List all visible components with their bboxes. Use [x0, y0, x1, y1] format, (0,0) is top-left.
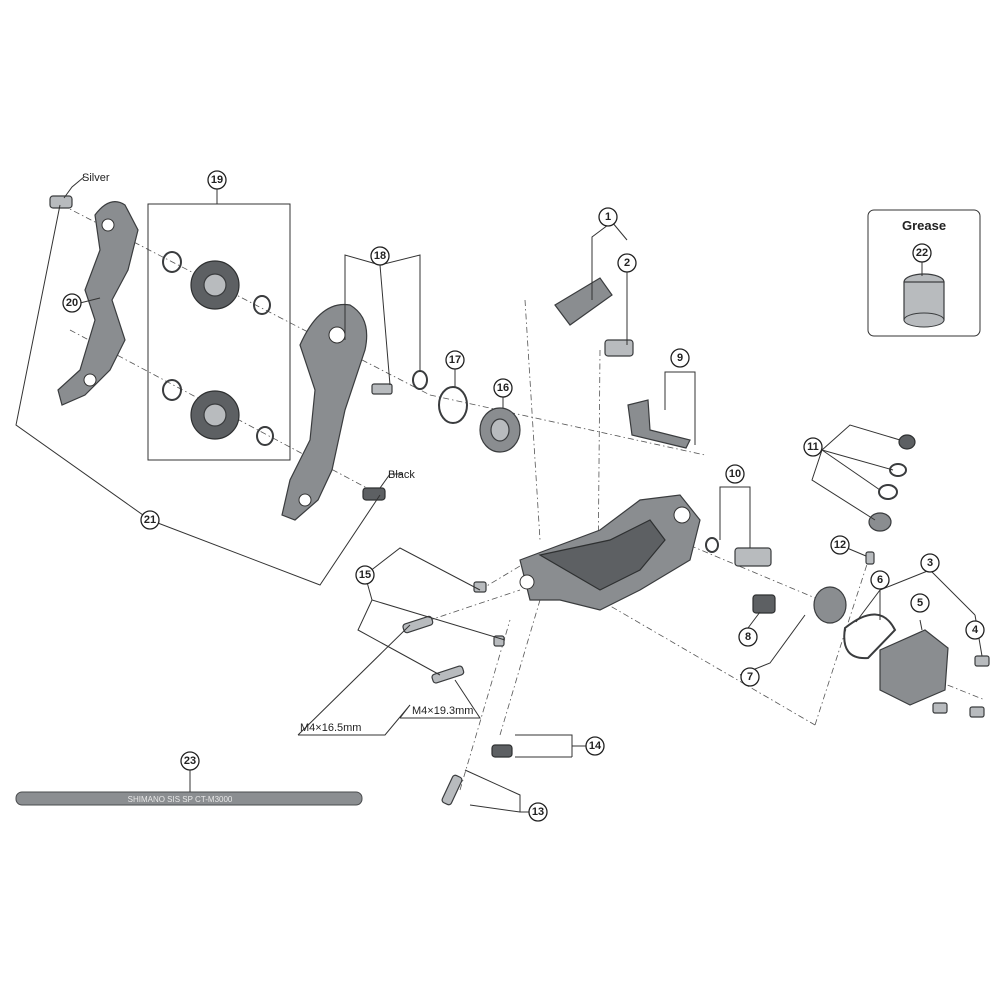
derailleur-main-body: [519, 494, 701, 611]
svg-text:7: 7: [747, 671, 753, 683]
callout-10: 10: [725, 464, 745, 484]
callout-20: 20: [62, 293, 82, 313]
callout-12: 12: [830, 535, 850, 555]
svg-text:11: 11: [807, 441, 819, 453]
bolt-size-label-b: M4×19.3mm: [412, 705, 473, 717]
callout-2: 2: [617, 253, 637, 273]
callout-1: 1: [598, 207, 618, 227]
callout-22: 22: [912, 243, 932, 263]
silver-label: Silver: [82, 172, 110, 184]
grease-tub: [903, 273, 945, 328]
lower-pulley: [162, 379, 274, 446]
svg-text:21: 21: [144, 514, 156, 526]
end-adjust-bolts: [402, 581, 513, 806]
callout-16: 16: [493, 378, 513, 398]
tension-spring: [479, 407, 521, 453]
callout-19: 19: [207, 170, 227, 190]
pulley-kit-box: [147, 203, 291, 461]
callout-17: 17: [445, 350, 465, 370]
svg-text:12: 12: [834, 539, 846, 551]
callout-18: 18: [370, 246, 390, 266]
svg-text:3: 3: [927, 557, 933, 569]
svg-text:10: 10: [729, 468, 741, 480]
svg-text:5: 5: [917, 597, 923, 609]
grease-box: [867, 209, 981, 337]
svg-text:1: 1: [605, 211, 611, 223]
cable-print: SHIMANO SIS SP CT-M3000: [128, 795, 233, 804]
callout-5: 5: [910, 593, 930, 613]
black-bolt: [362, 487, 386, 501]
callout-6: 6: [870, 570, 890, 590]
callout-15: 15: [355, 565, 375, 585]
svg-text:14: 14: [589, 740, 602, 752]
svg-text:23: 23: [184, 755, 196, 767]
cable-adjust-barrel-set: [868, 434, 916, 532]
stopper-plate: [438, 386, 468, 424]
svg-text:17: 17: [449, 354, 461, 366]
svg-text:8: 8: [745, 631, 751, 643]
silver-bolt: [49, 195, 73, 209]
callout-7: 7: [740, 667, 760, 687]
svg-text:2: 2: [624, 257, 630, 269]
callout-14: 14: [585, 736, 605, 756]
tension-bolt-set: [371, 370, 428, 395]
callout-3: 3: [920, 553, 940, 573]
leader-lines: [15, 176, 983, 813]
callout-4: 4: [965, 620, 985, 640]
svg-text:6: 6: [877, 574, 883, 586]
callout-23: 23: [180, 751, 200, 771]
svg-text:19: 19: [211, 174, 223, 186]
callout-8: 8: [738, 627, 758, 647]
b-tension-adjust-plate: [627, 399, 691, 449]
callout-13: 13: [528, 802, 548, 822]
outer-guide-plate: [57, 201, 139, 406]
callout-11: 11: [803, 437, 823, 457]
bracket-axle-unit: [554, 277, 634, 357]
small-screw: [865, 551, 875, 565]
svg-text:18: 18: [374, 250, 386, 262]
black-label: Black: [388, 469, 415, 481]
callout-21: 21: [140, 510, 160, 530]
callout-9: 9: [670, 348, 690, 368]
bolt-size-label-a: M4×16.5mm: [300, 722, 361, 734]
svg-text:15: 15: [359, 569, 371, 581]
svg-text:22: 22: [916, 247, 928, 259]
svg-text:20: 20: [66, 297, 78, 309]
p-axle-unit: [705, 537, 772, 567]
shift-cable: SHIMANO SIS SP CT-M3000: [15, 791, 363, 806]
svg-text:13: 13: [532, 806, 544, 818]
stabilizer-cover-unit: [843, 613, 990, 718]
svg-text:16: 16: [497, 382, 509, 394]
svg-text:4: 4: [972, 624, 979, 636]
grease-label: Grease: [902, 218, 946, 233]
shadow-plus-unit: [752, 586, 847, 624]
inner-guide-plate: [281, 303, 368, 521]
upper-pulley: [162, 251, 271, 315]
svg-text:9: 9: [677, 352, 683, 364]
